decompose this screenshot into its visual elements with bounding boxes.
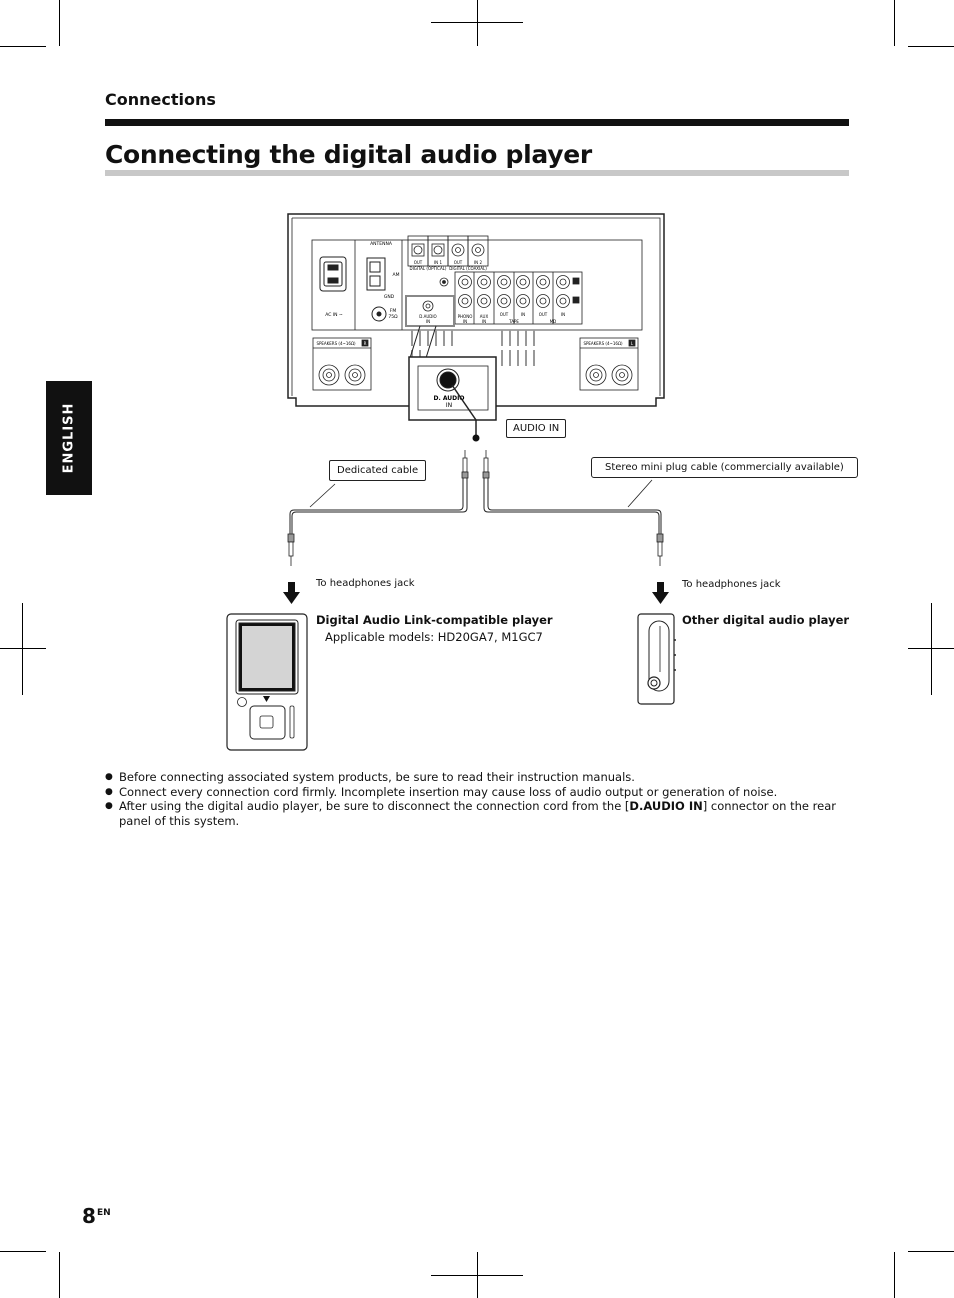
crop-mark bbox=[0, 46, 46, 47]
speaker-terminal-left bbox=[579, 337, 639, 391]
crop-mark bbox=[894, 0, 895, 46]
coax-in-label: IN 2 bbox=[474, 260, 482, 265]
player-left-title: Digital Audio Link-compatible player bbox=[316, 613, 553, 627]
to-headphones-left: To headphones jack bbox=[316, 578, 415, 589]
crop-mark bbox=[0, 1251, 46, 1252]
am-label: AM bbox=[393, 272, 400, 278]
tape-in-label: IN bbox=[521, 312, 525, 317]
aux-in-label: IN bbox=[482, 319, 486, 324]
note-item: After using the digital audio player, be… bbox=[105, 799, 850, 828]
fm-jack bbox=[371, 306, 387, 322]
dedicated-cable-callout: Dedicated cable bbox=[329, 460, 427, 481]
crop-mark bbox=[908, 1251, 954, 1252]
daudio-label: D.AUDIO bbox=[419, 314, 436, 319]
plug-to-right-player bbox=[656, 533, 664, 566]
stereo-cable-line bbox=[483, 478, 662, 534]
page-number: 8 bbox=[82, 1204, 96, 1228]
audio-in-cable bbox=[451, 384, 477, 437]
ground-terminal bbox=[439, 277, 449, 287]
speakers-left-badge: L bbox=[631, 341, 634, 346]
speakers-right-badge: R bbox=[364, 341, 367, 346]
vent-slots bbox=[411, 330, 535, 366]
dedicated-cable-line bbox=[289, 478, 468, 534]
gnd-label: GND bbox=[384, 294, 395, 300]
arrow-down-icon bbox=[652, 582, 669, 604]
am-terminal bbox=[366, 257, 386, 291]
speakers-left-label: SPEAKERS (4~16Ω) bbox=[583, 341, 623, 346]
fm-label: FM bbox=[390, 308, 397, 314]
crop-mark bbox=[931, 603, 932, 695]
mini-plug-left bbox=[461, 450, 469, 479]
phono-label: PHONO bbox=[458, 314, 473, 319]
coax-out-label: OUT bbox=[454, 260, 463, 265]
audio-in-callout-label: AUDIO IN bbox=[513, 423, 560, 434]
stereo-leader bbox=[627, 479, 653, 508]
md-label: MD bbox=[550, 319, 557, 324]
notes-list: Before connecting associated system prod… bbox=[105, 770, 850, 828]
audio-in-callout: AUDIO IN bbox=[506, 419, 567, 438]
antenna-label: ANTENNA bbox=[370, 241, 393, 247]
plug-to-left-player bbox=[287, 533, 295, 566]
mini-plug-right bbox=[482, 450, 490, 479]
crop-mark bbox=[477, 1252, 478, 1298]
note-item: Before connecting associated system prod… bbox=[105, 770, 850, 785]
header-rule bbox=[105, 119, 849, 126]
optical-out-label: OUT bbox=[414, 260, 423, 265]
player-left-models: Applicable models: HD20GA7, M1GC7 bbox=[325, 630, 543, 644]
phono-in-label: IN bbox=[463, 319, 467, 324]
daudio-jack bbox=[405, 295, 455, 327]
speaker-terminal-right bbox=[312, 337, 372, 391]
cable-connector bbox=[472, 434, 480, 442]
rear-panel bbox=[287, 213, 665, 407]
aux-label: AUX bbox=[480, 314, 489, 319]
title-underline bbox=[105, 170, 849, 176]
crop-mark bbox=[22, 603, 23, 695]
ac-in-label: AC IN ~ bbox=[325, 312, 343, 318]
dedicated-cable-label: Dedicated cable bbox=[337, 465, 419, 476]
daudio-in-label: IN bbox=[426, 319, 430, 324]
digital-jacks bbox=[407, 235, 489, 267]
page-language-suffix: EN bbox=[97, 1208, 111, 1218]
dedicated-leader bbox=[309, 483, 336, 508]
zoom-leaders bbox=[409, 325, 437, 359]
daudio-zoom bbox=[408, 356, 497, 421]
ac-inlet bbox=[319, 256, 347, 292]
md-in-label: IN bbox=[561, 312, 565, 317]
zoom-in-label: IN bbox=[446, 402, 452, 409]
stereo-cable-callout: Stereo mini plug cable (commercially ava… bbox=[591, 457, 858, 478]
crop-mark bbox=[908, 46, 954, 47]
section-label: Connections bbox=[105, 90, 216, 109]
to-headphones-right: To headphones jack bbox=[682, 579, 781, 590]
stereo-cable-label: Stereo mini plug cable (commercially ava… bbox=[605, 462, 844, 473]
other-digital-player bbox=[637, 613, 676, 705]
md-out-label: OUT bbox=[539, 312, 548, 317]
player-right-title: Other digital audio player bbox=[682, 613, 850, 627]
digital-optical-label: DIGITAL (OPTICAL) bbox=[410, 266, 447, 271]
digital-audio-link-player bbox=[226, 613, 308, 751]
note-item: Connect every connection cord firmly. In… bbox=[105, 785, 850, 800]
page-title: Connecting the digital audio player bbox=[105, 140, 592, 169]
language-tab: ENGLISH bbox=[46, 381, 92, 495]
tape-out-label: OUT bbox=[500, 312, 509, 317]
tape-label: TAPE bbox=[508, 319, 519, 324]
connection-diagram: AC IN ~ ANTENNA AM GND FM 75Ω OUT IN 1 O… bbox=[226, 213, 676, 751]
crop-mark bbox=[59, 0, 60, 46]
fm-ohm-label: 75Ω bbox=[388, 314, 398, 320]
crop-mark bbox=[59, 1252, 60, 1298]
zoom-daudio-label: D. AUDIO bbox=[434, 395, 465, 402]
optical-in-label: IN 1 bbox=[434, 260, 442, 265]
digital-coaxial-label: DIGITAL (COAXIAL) bbox=[449, 266, 487, 271]
crop-mark bbox=[0, 648, 46, 649]
crop-mark bbox=[894, 1252, 895, 1298]
speakers-right-label: SPEAKERS (4~16Ω) bbox=[316, 341, 356, 346]
arrow-down-icon bbox=[283, 582, 300, 604]
crop-mark bbox=[477, 0, 478, 46]
